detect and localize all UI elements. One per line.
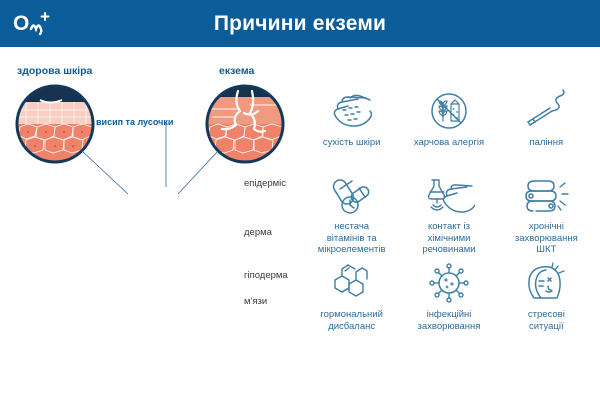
layer-label-epidermis: епідерміс (244, 178, 287, 189)
rash-callout-label: висип та лусочки (96, 117, 174, 127)
chemical-flask-hand-icon (423, 174, 475, 218)
healthy-skin-label: здорова шкіра (17, 65, 93, 77)
cause-item-food-allergy: харчова алергія (400, 88, 497, 174)
intestines-gi-tract-icon (520, 174, 572, 218)
cause-label: паління (529, 137, 564, 148)
cause-item-gi-diseases: хронічні захворювання ШКТ (498, 174, 595, 260)
cause-item-smoking: паління (498, 88, 595, 174)
svg-text:O: O (13, 12, 29, 35)
cause-label: стресові ситуації (527, 309, 565, 332)
skin-diagram-svg (15, 84, 285, 195)
cause-item-hormonal-imbalance: гормональний дисбаланс (303, 260, 400, 346)
layer-label-hypodermis: гіподерма (244, 270, 288, 281)
cause-label: хронічні захворювання ШКТ (514, 221, 578, 255)
cause-item-infectious-diseases: інфекційні захворювання (400, 260, 497, 346)
cause-item-dry-skin: сухість шкіри (303, 88, 400, 174)
cause-label: інфекційні захворювання (417, 309, 481, 332)
cause-label: нестача вітамінів та мікроелементів (317, 221, 386, 255)
virus-infection-icon (425, 260, 473, 306)
page-title: Причини екземи (213, 11, 387, 35)
eczema-label: екзема (219, 65, 255, 77)
cause-label: сухість шкіри (322, 137, 381, 148)
cause-item-vitamin-deficiency: нестача вітамінів та мікроелементів (303, 174, 400, 260)
healthy-skin-magnifier (15, 84, 95, 164)
stressed-head-icon (522, 260, 570, 306)
vitamin-capsules-icon (328, 174, 376, 218)
page-header: O Причини екземи (0, 0, 600, 47)
layer-label-dermis: дерма (244, 227, 272, 238)
hormone-molecule-icon (327, 260, 377, 306)
cause-label: харчова алергія (413, 137, 485, 148)
dry-skin-hand-icon (326, 88, 378, 134)
cause-item-chemicals: контакт із хімічними речовинами (400, 174, 497, 260)
eczema-magnifier (205, 84, 285, 164)
cause-label: гормональний дисбаланс (320, 309, 383, 332)
cigarette-smoking-icon (522, 88, 570, 134)
skin-anatomy-illustration: здорова шкіра екзема (0, 47, 300, 400)
cause-item-stress: стресові ситуації (498, 260, 595, 346)
food-allergy-prohibited-icon (426, 88, 472, 134)
cause-label: контакт із хімічними речовинами (422, 221, 476, 255)
causes-icon-grid: сухість шкіри (303, 88, 595, 346)
on-clinic-logo: O (13, 12, 50, 36)
layer-label-muscles: м'язи (244, 296, 268, 307)
callout-leader-lines (81, 123, 219, 195)
